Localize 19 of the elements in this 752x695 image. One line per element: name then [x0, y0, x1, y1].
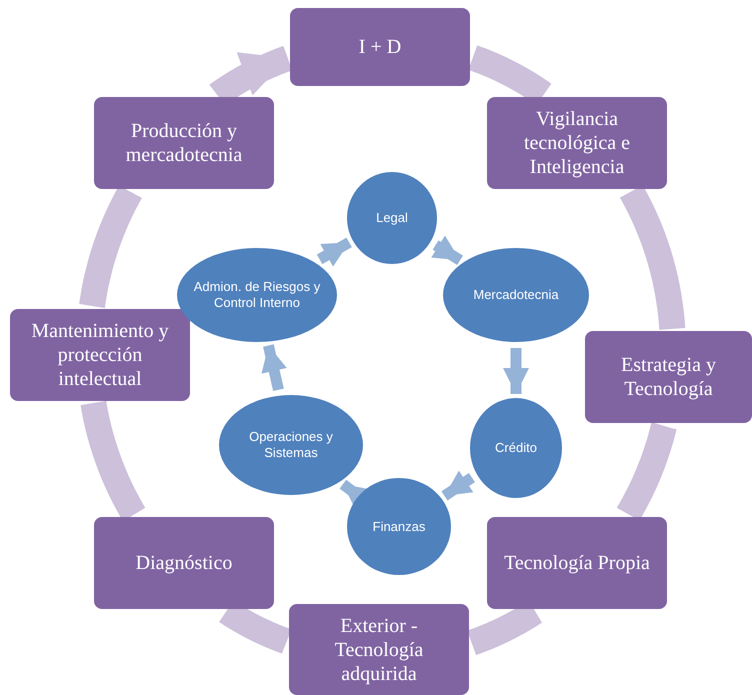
process-box: Vigilancia tecnológica e Inteligencia	[487, 97, 667, 189]
process-ellipse: Mercadotecnia	[443, 248, 589, 342]
arrow	[503, 348, 529, 394]
process-box: Tecnología Propia	[487, 517, 667, 609]
process-box: Mantenimiento y protección intelectual	[10, 309, 190, 401]
process-ellipse: Finanzas	[347, 478, 451, 575]
arrow	[262, 344, 287, 392]
arrow	[316, 238, 352, 267]
process-ellipse: Crédito	[470, 398, 562, 498]
process-box: Estrategia y Tecnología	[585, 331, 752, 423]
process-box: Diagnóstico	[94, 517, 274, 609]
arrow	[431, 236, 464, 265]
process-ellipse: Admion. de Riesgos y Control Interno	[177, 248, 337, 342]
process-ellipse: Legal	[347, 172, 437, 264]
process-box: Producción y mercadotecnia	[94, 97, 274, 189]
process-ellipse: Operaciones y Sistemas	[219, 395, 363, 495]
process-box: Exterior - Tecnología adquirida	[289, 604, 469, 695]
arrow	[441, 470, 475, 500]
process-box: I + D	[290, 8, 470, 86]
